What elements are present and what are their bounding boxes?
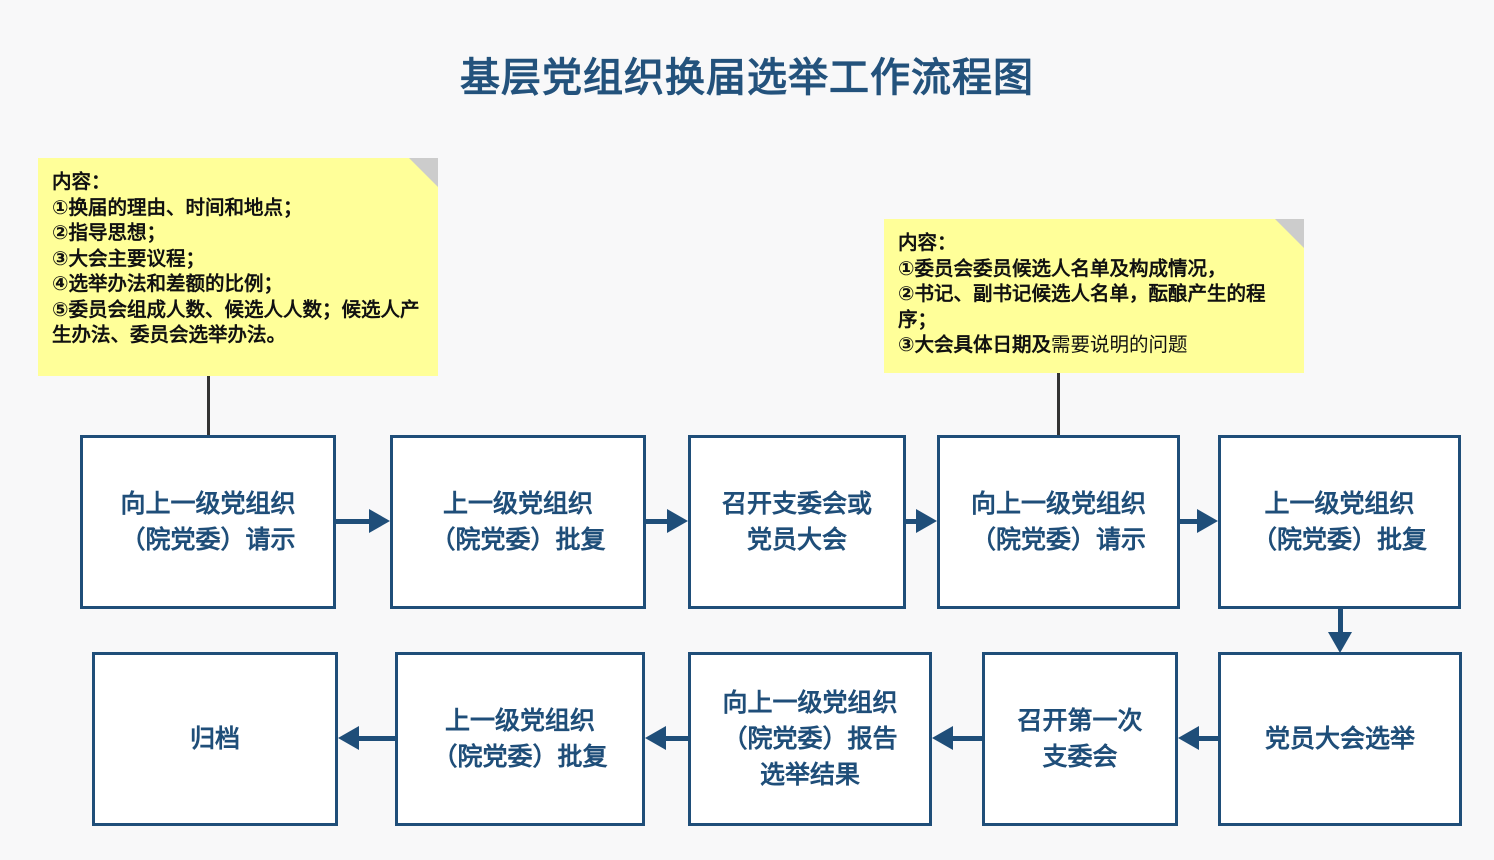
arrowhead-icon	[369, 509, 390, 533]
arrowhead-icon	[1178, 726, 1199, 750]
process-box-label: 向上一级党组织 （院党委）请示	[120, 490, 296, 554]
note-left-connector	[207, 376, 210, 437]
note-right-line-1: ①委员会委员候选人名单及构成情况，	[898, 257, 1227, 280]
arrow-right-icon	[1180, 509, 1218, 533]
arrowhead-icon	[645, 726, 666, 750]
arrow-right-icon	[336, 509, 390, 533]
arrow-right-icon	[646, 509, 688, 533]
process-box-first-committee-meeting[interactable]: 召开第一次 支委会	[982, 652, 1178, 826]
process-box-label: 召开支委会或 党员大会	[721, 490, 872, 554]
note-right-line-2: ②书记、副书记候选人名单，酝酿产生的程序；	[898, 283, 1266, 331]
process-box-label: 党员大会选举	[1264, 725, 1415, 753]
process-box-label: 上一级党组织 （院党委）批复	[432, 707, 608, 771]
process-box-archive[interactable]: 归档	[92, 652, 338, 826]
arrowhead-icon	[916, 509, 937, 533]
arrowhead-icon	[338, 726, 359, 750]
arrowhead-icon	[667, 509, 688, 533]
page-title: 基层党组织换届选举工作流程图	[460, 56, 1034, 100]
note-right-connector	[1057, 373, 1060, 437]
arrow-left-icon	[645, 726, 688, 750]
arrowhead-icon	[932, 726, 953, 750]
process-box-label: 上一级党组织 （院党委）批复	[430, 490, 606, 554]
note-left-line-1: ①换届的理由、时间和地点；	[52, 196, 303, 219]
note-right-line-3-light: 需要说明的问题	[1051, 334, 1188, 356]
folded-corner-icon	[1275, 219, 1304, 248]
arrow-down-icon	[1328, 609, 1352, 653]
note-left: 内容： ①换届的理由、时间和地点； ②指导思想； ③大会主要议程； ④选举办法和…	[38, 158, 438, 376]
process-box-label: 归档	[189, 725, 240, 753]
arrow-left-icon	[932, 726, 982, 750]
note-right-heading: 内容：	[898, 232, 957, 254]
arrow-right-icon	[906, 509, 937, 533]
process-box-label: 向上一级党组织 （院党委）报告 选举结果	[722, 689, 898, 789]
process-box-approval-2[interactable]: 上一级党组织 （院党委）批复	[1218, 435, 1461, 609]
note-right: 内容： ①委员会委员候选人名单及构成情况， ②书记、副书记候选人名单，酝酿产生的…	[884, 219, 1304, 373]
process-box-request-superior-1[interactable]: 向上一级党组织 （院党委）请示	[80, 435, 336, 609]
arrowhead-icon	[1197, 509, 1218, 533]
arrow-left-icon	[338, 726, 395, 750]
process-box-label: 向上一级党组织 （院党委）请示	[970, 490, 1146, 554]
process-box-label: 上一级党组织 （院党委）批复	[1251, 490, 1427, 554]
note-left-heading: 内容：	[52, 171, 111, 193]
note-right-line-3: ③大会具体日期及需要说明的问题	[898, 333, 1290, 359]
note-left-line-3: ③大会主要议程；	[52, 247, 206, 270]
process-box-request-superior-2[interactable]: 向上一级党组织 （院党委）请示	[937, 435, 1180, 609]
process-box-report-results[interactable]: 向上一级党组织 （院党委）报告 选举结果	[688, 652, 932, 826]
folded-corner-icon	[409, 158, 438, 187]
note-left-line-4: ④选举办法和差额的比例；	[52, 273, 284, 295]
process-box-member-election[interactable]: 党员大会选举	[1218, 652, 1462, 826]
process-box-branch-meeting[interactable]: 召开支委会或 党员大会	[688, 435, 906, 609]
arrowhead-icon	[1328, 632, 1352, 653]
process-box-approval-3[interactable]: 上一级党组织 （院党委）批复	[395, 652, 645, 826]
note-left-line-5: ⑤委员会组成人数、候选人人数；候选人产生办法、委员会选举办法。	[52, 298, 420, 347]
note-left-line-2: ②指导思想；	[52, 222, 167, 244]
process-box-approval-1[interactable]: 上一级党组织 （院党委）批复	[390, 435, 646, 609]
arrow-left-icon	[1178, 726, 1218, 750]
process-box-label: 召开第一次 支委会	[1017, 707, 1143, 771]
note-right-line-3-bold: ③大会具体日期及	[898, 334, 1052, 356]
